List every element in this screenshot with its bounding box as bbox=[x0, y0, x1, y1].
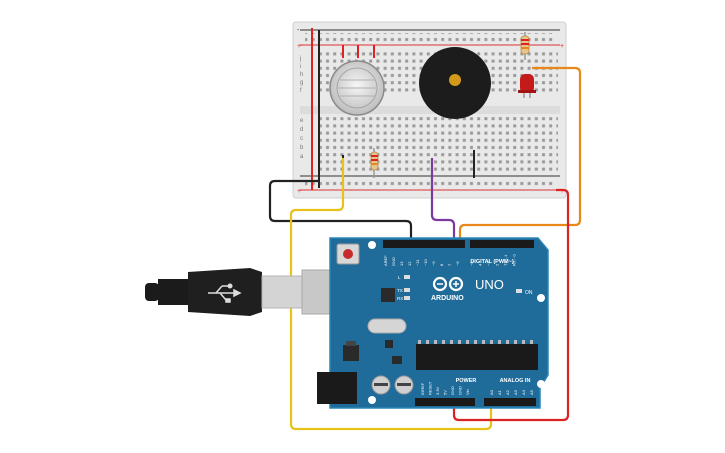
resistor-2[interactable] bbox=[520, 32, 530, 60]
pin-label: A3 bbox=[513, 389, 518, 395]
uno-label: UNO bbox=[475, 277, 504, 292]
arduino-brand: ARDUINO bbox=[431, 295, 464, 302]
row-letter: h bbox=[300, 72, 303, 78]
rail-plus-label-bottom: + bbox=[297, 188, 301, 195]
row-letter: i bbox=[300, 64, 301, 70]
pin-label: 2 bbox=[495, 263, 500, 266]
pin-label: 8 bbox=[439, 263, 444, 266]
pin-label: ~10 bbox=[423, 258, 428, 266]
arduino-logo-icon bbox=[432, 276, 464, 292]
wire-yellow-sensor[interactable] bbox=[289, 158, 493, 431]
pin-label: 13 bbox=[399, 261, 404, 266]
pin-label: A5 bbox=[529, 389, 534, 395]
pin-label: ~9 bbox=[431, 261, 436, 266]
wire-black-gnd[interactable] bbox=[268, 179, 413, 240]
arduino-uno[interactable]: ARDUINO UNO DIGITAL (PWM~) POWER ANALOG … bbox=[317, 237, 549, 409]
pin-label: GND bbox=[391, 257, 396, 266]
pin-label: 7 bbox=[447, 263, 452, 266]
rail-plus-label-bottom-right: + bbox=[560, 188, 564, 195]
pin-label: 3.3V bbox=[435, 386, 440, 395]
pin-label: ~5 bbox=[469, 261, 474, 266]
pin-label: 5V bbox=[443, 390, 448, 395]
pin-label: GND bbox=[450, 386, 455, 395]
wire-purple-buzzer[interactable] bbox=[430, 158, 456, 240]
row-letter: e bbox=[300, 118, 304, 124]
pin-label: 4 bbox=[478, 263, 483, 266]
row-letter: j bbox=[299, 56, 301, 62]
pin-label: GND bbox=[458, 386, 463, 395]
rx-label: RX bbox=[397, 296, 403, 301]
pin-label: IOREF bbox=[420, 382, 425, 395]
pin-label: ~3 bbox=[486, 261, 491, 266]
pin-label: A0 bbox=[489, 389, 494, 395]
pin-label: A4 bbox=[521, 389, 526, 395]
usb-cable[interactable] bbox=[145, 268, 333, 316]
pin-label: A1 bbox=[497, 389, 502, 395]
row-letter: a bbox=[300, 154, 304, 160]
row-letter: f bbox=[300, 88, 302, 94]
l-label: L bbox=[398, 275, 401, 280]
row-letters: j i h g f e d c b a bbox=[299, 56, 304, 160]
red-led[interactable] bbox=[518, 74, 536, 98]
analog-label: ANALOG IN bbox=[500, 378, 531, 384]
breadboard-jumpers bbox=[311, 28, 475, 190]
row-letter: g bbox=[300, 80, 303, 86]
gas-sensor[interactable] bbox=[329, 60, 385, 116]
row-letter: c bbox=[300, 136, 303, 142]
pin-label: A2 bbox=[505, 389, 510, 395]
wires bbox=[268, 66, 582, 431]
digital-label: DIGITAL (PWM~) bbox=[470, 259, 514, 265]
pin-label: 12 bbox=[407, 261, 412, 266]
power-label: POWER bbox=[456, 378, 477, 384]
pin-label: ~11 bbox=[415, 259, 420, 266]
pin-label: AREF bbox=[383, 255, 388, 266]
pin-label: TX→1 bbox=[503, 254, 508, 266]
row-letter: b bbox=[300, 145, 304, 151]
wire-red-5v[interactable] bbox=[452, 188, 570, 422]
piezo-buzzer[interactable] bbox=[419, 47, 491, 119]
resistor-1[interactable] bbox=[370, 148, 379, 178]
tx-label: TX bbox=[397, 288, 403, 293]
rail-plus-label: + bbox=[297, 43, 301, 50]
pin-label: Vin bbox=[465, 389, 470, 395]
rail-minus-label: - bbox=[297, 27, 300, 34]
pin-label: RX←0 bbox=[512, 253, 517, 266]
pin-label: ~6 bbox=[455, 261, 460, 266]
wire-orange-led[interactable] bbox=[458, 66, 582, 240]
on-label: ON bbox=[525, 290, 533, 296]
rail-plus-label-right: + bbox=[560, 43, 564, 50]
row-letter: d bbox=[300, 127, 303, 133]
usb-cable-icon bbox=[208, 283, 242, 303]
pin-label: RESET bbox=[428, 381, 433, 395]
